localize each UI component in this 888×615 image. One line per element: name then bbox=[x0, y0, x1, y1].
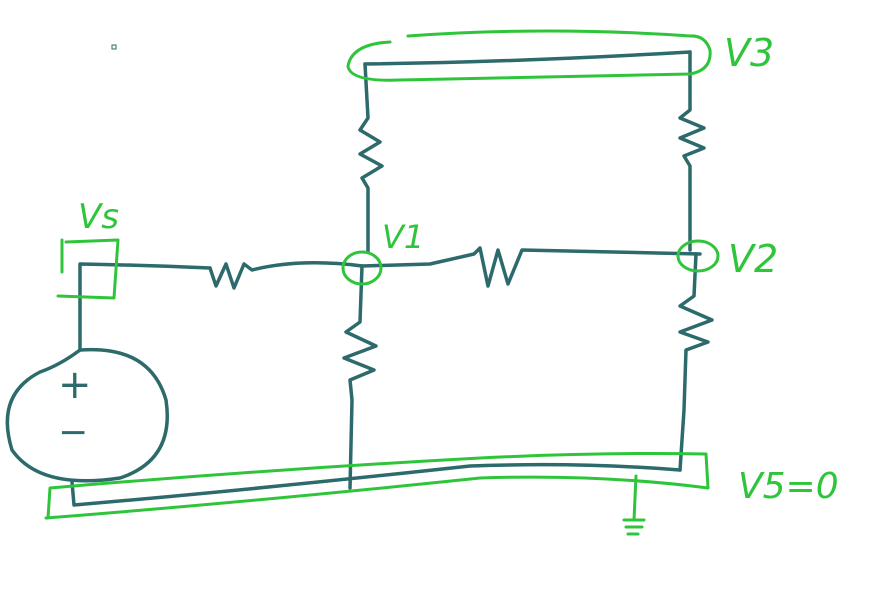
resistor-top-left bbox=[358, 62, 384, 254]
circuit-wiring bbox=[5, 50, 714, 507]
v1-node-circle bbox=[341, 250, 383, 286]
ground-node-loop bbox=[44, 452, 710, 520]
source-lead bbox=[78, 262, 212, 352]
resistor-top-right bbox=[678, 50, 706, 252]
resistor-v1-v2 bbox=[360, 246, 702, 288]
top-wire bbox=[363, 50, 692, 66]
v3-node-loop bbox=[346, 29, 712, 82]
label-v3: V3 bbox=[724, 31, 774, 75]
node-annotations bbox=[44, 29, 720, 536]
label-ground-node: V5=0 bbox=[738, 466, 839, 507]
stray-mark bbox=[111, 44, 117, 50]
label-v1: V1 bbox=[382, 218, 424, 256]
resistor-vs-v1 bbox=[208, 261, 364, 290]
v2-node-circle bbox=[676, 239, 720, 273]
vs-node-bracket bbox=[56, 238, 120, 300]
resistor-v2-ground bbox=[678, 252, 714, 472]
ground-symbol-icon bbox=[622, 474, 646, 536]
source-plus-sign: + bbox=[58, 362, 92, 408]
label-v2: V2 bbox=[728, 237, 778, 281]
label-vs: Vs bbox=[78, 197, 119, 237]
bottom-wire bbox=[70, 462, 682, 507]
voltage-source-circle bbox=[5, 347, 169, 483]
source-minus-sign: − bbox=[58, 412, 88, 453]
resistor-v1-ground bbox=[342, 264, 378, 490]
